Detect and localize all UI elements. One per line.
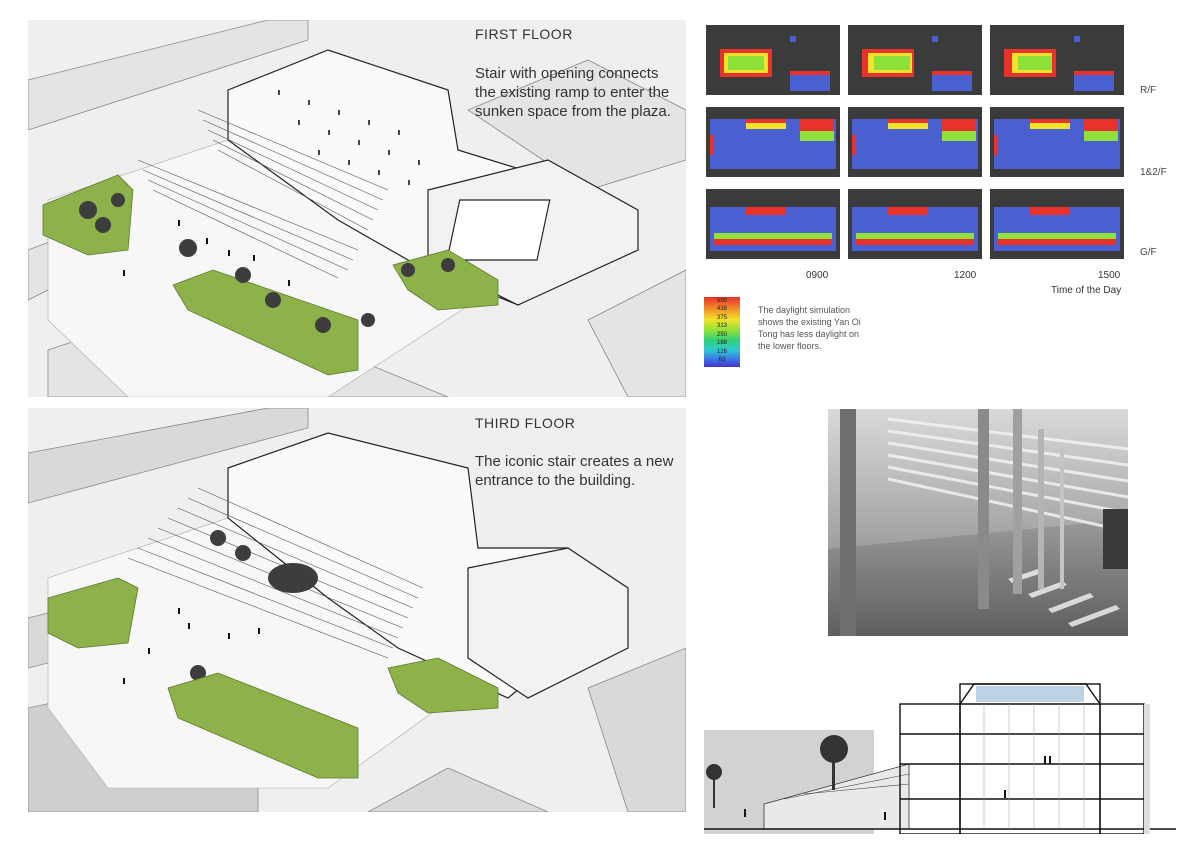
note-line: The daylight simulation [758, 305, 851, 315]
building-section [704, 664, 1176, 834]
first-floor-title: FIRST FLOOR [475, 26, 573, 42]
legend-value: 500 [716, 298, 727, 304]
row-label-gf: G/F [1140, 247, 1157, 258]
time-axis-label: Time of the Day [1051, 285, 1122, 296]
legend-value: 313 [716, 323, 727, 329]
daylight-legend-bar [704, 297, 740, 367]
legend-value: 63 [718, 357, 726, 363]
legend-value: 438 [716, 306, 727, 312]
sim-rf-1500 [990, 25, 1124, 95]
sim-gf-1200 [848, 189, 982, 259]
first-floor-axonometric: FIRST FLOOR Stair with opening connects … [28, 20, 686, 397]
legend-value: 188 [716, 340, 727, 346]
row-label-rf: R/F [1140, 85, 1157, 96]
interior-render [828, 409, 1128, 636]
daylight-note: The daylight simulation shows the existi… [758, 304, 908, 352]
first-floor-caption: Stair with opening connects the existing… [475, 64, 686, 121]
note-line: shows the existing Yan Oi [758, 317, 861, 327]
sim-gf-1500 [990, 189, 1124, 259]
row-label-12f: 1&2/F [1140, 167, 1167, 178]
time-label-0900: 0900 [806, 270, 829, 281]
legend-value: 126 [716, 349, 727, 355]
caption-line: Stair with opening connects [475, 65, 659, 82]
time-label-1200: 1200 [954, 270, 977, 281]
sim-rf-0900 [706, 25, 840, 95]
sim-gf-0900 [706, 189, 840, 259]
third-floor-caption: The iconic stair creates a new entrance … [475, 452, 686, 490]
sim-12f-1500 [990, 107, 1124, 177]
sim-rf-1200 [848, 25, 982, 95]
legend-value: 375 [716, 315, 727, 321]
caption-line: sunken space from the plaza. [475, 103, 671, 120]
first-floor-drawing [28, 20, 686, 397]
time-label-1500: 1500 [1098, 270, 1121, 281]
caption-line: The iconic stair creates a new [475, 453, 674, 470]
third-floor-axonometric: THIRD FLOOR The iconic stair creates a n… [28, 408, 686, 812]
sim-12f-1200 [848, 107, 982, 177]
note-line: Tong has less daylight on [758, 329, 860, 339]
caption-line: entrance to the building. [475, 472, 636, 489]
note-line: the lower floors. [758, 341, 822, 351]
third-floor-drawing [28, 408, 686, 812]
legend-value: 250 [716, 332, 727, 338]
caption-line: the existing ramp to enter the [475, 84, 670, 101]
third-floor-title: THIRD FLOOR [475, 415, 576, 431]
sim-12f-0900 [706, 107, 840, 177]
